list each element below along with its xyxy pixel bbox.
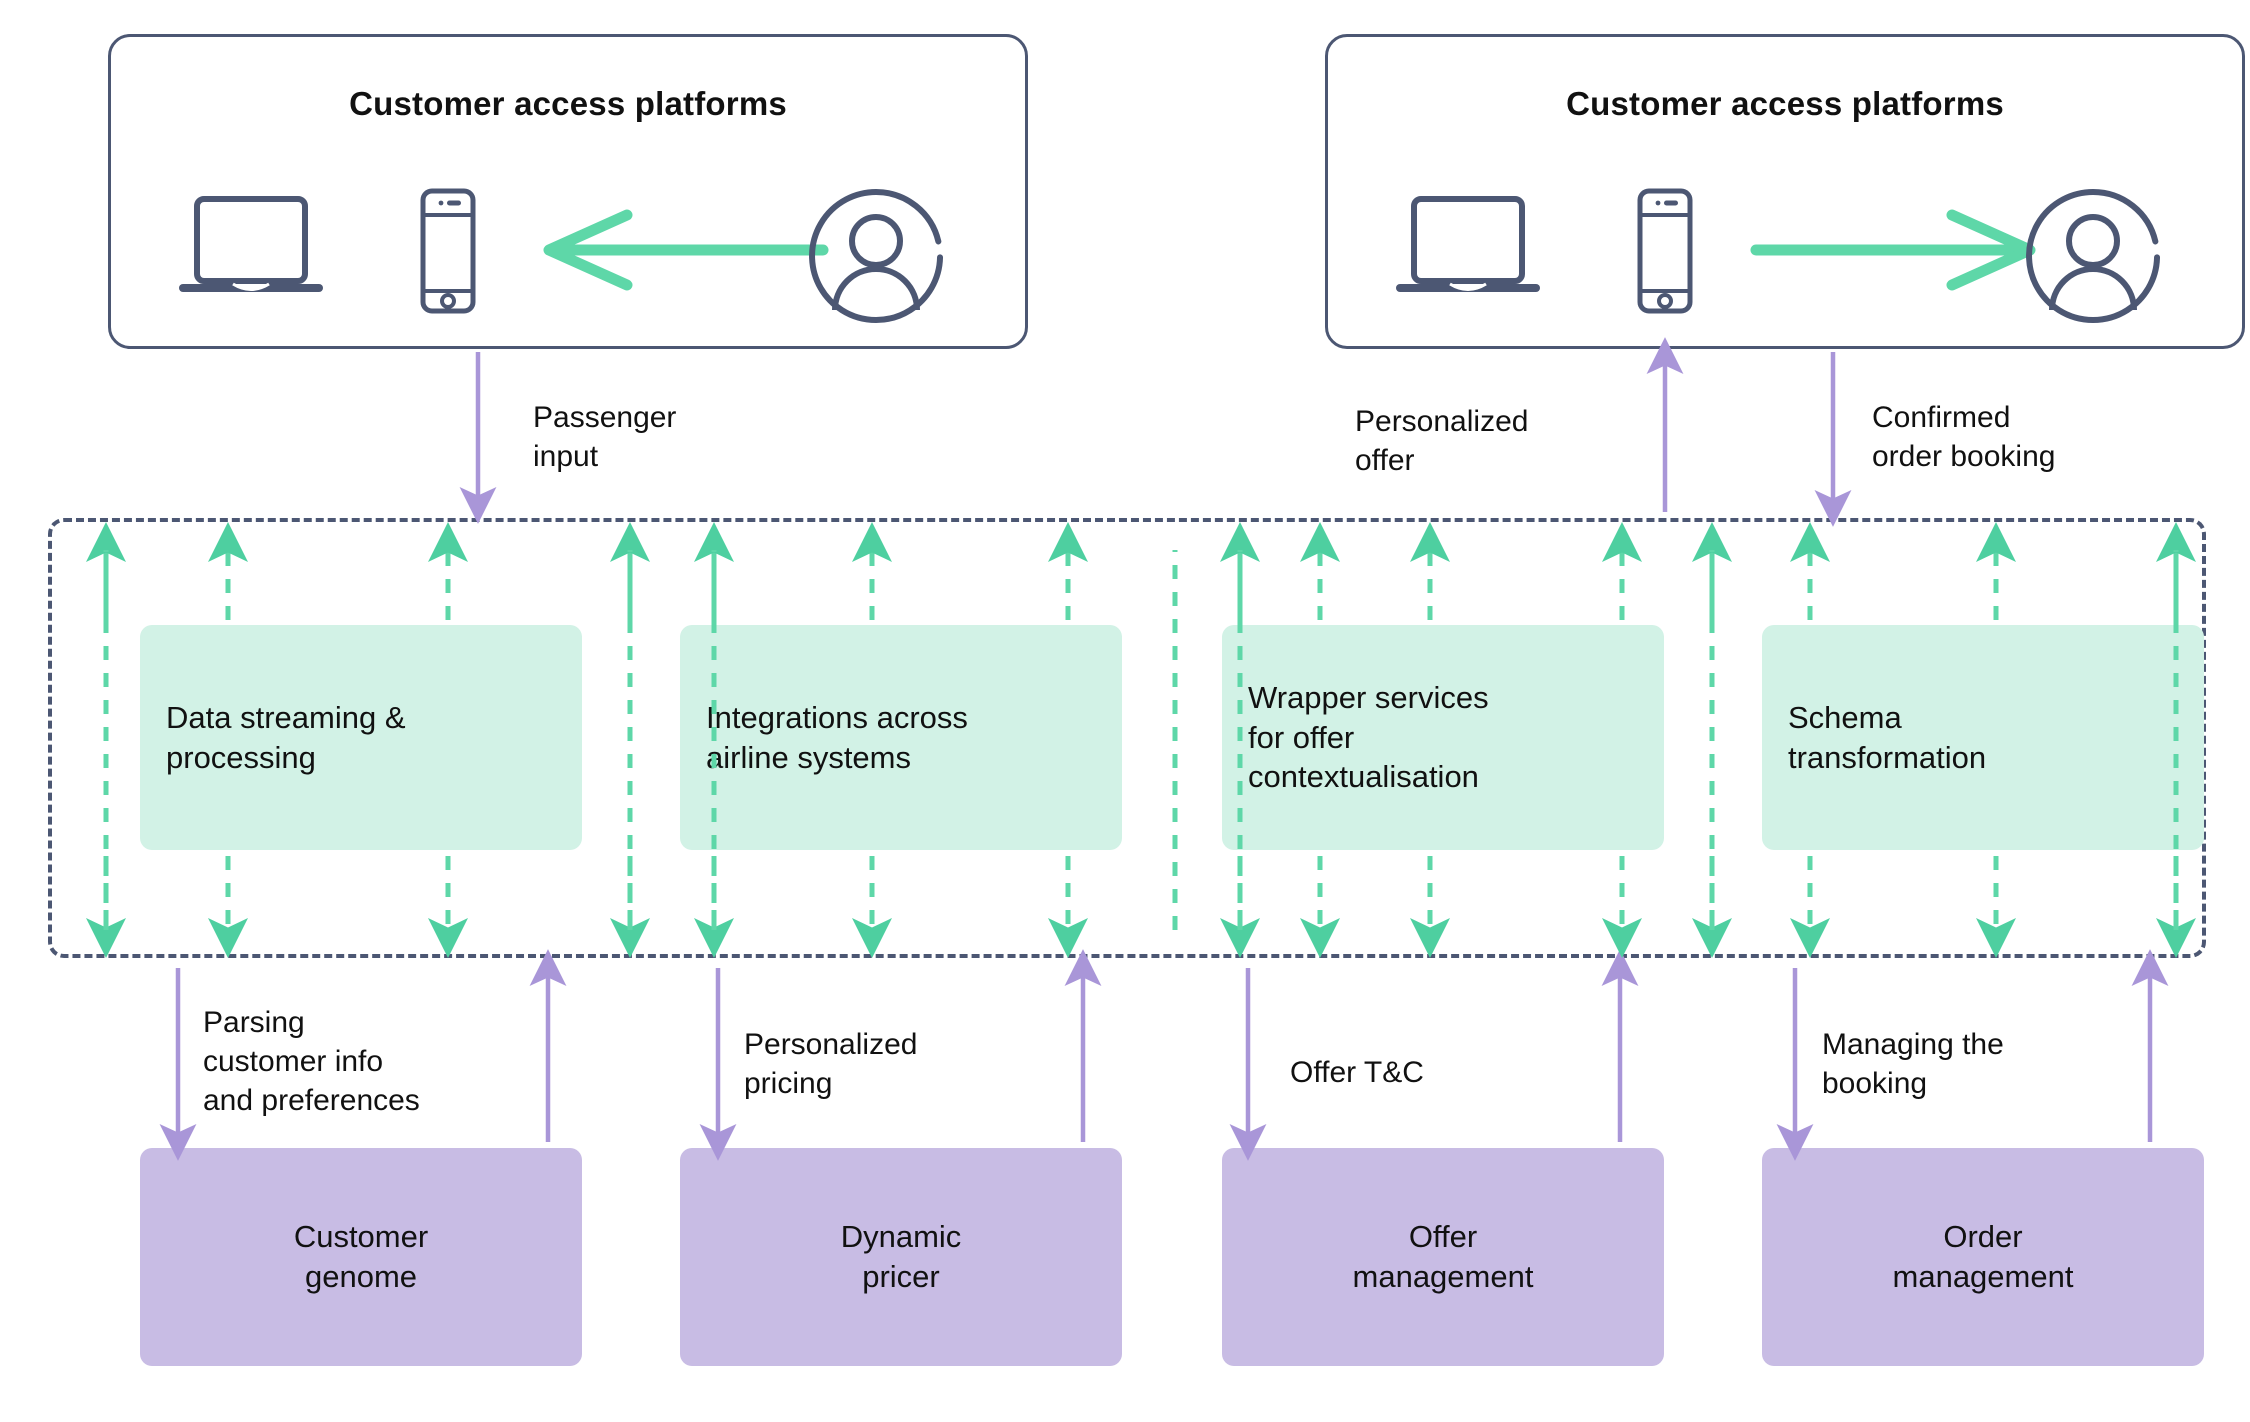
service-box-label: Customer genome <box>293 1218 429 1294</box>
arrow-left-icon <box>531 205 831 300</box>
panel-icon-row-left <box>111 187 1025 323</box>
capability-box-label: Integrations across airline systems <box>706 699 968 775</box>
panel-title-right: Customer access platforms <box>1566 85 2004 122</box>
service-box-label: Dynamic pricer <box>840 1218 962 1294</box>
laptop-icon <box>1388 187 1548 312</box>
user-avatar-icon <box>2018 181 2168 336</box>
capability-box-label: Data streaming & processing <box>166 699 406 775</box>
connector-label-personalized-pricing: Personalized pricing <box>744 1028 918 1100</box>
laptop-icon <box>171 187 331 312</box>
panel-title-left: Customer access platforms <box>349 85 787 122</box>
service-box-label: Offer management <box>1352 1218 1534 1294</box>
connector-label-personalized-offer: Personalized offer <box>1355 405 1529 477</box>
capability-box-integrations: Integrations across airline systems <box>680 625 1122 850</box>
service-box-offer-management: Offer management <box>1222 1148 1664 1366</box>
panel-icon-row-right <box>1328 187 2242 323</box>
capability-box-data-streaming: Data streaming & processing <box>140 625 582 850</box>
connector-label-confirmed-order-booking: Confirmed order booking <box>1872 401 2056 473</box>
service-box-label: Order management <box>1892 1218 2074 1294</box>
service-box-customer-genome: Customer genome <box>140 1148 582 1366</box>
user-avatar-icon <box>801 181 951 336</box>
customer-access-platforms-panel-left: Customer access platforms <box>108 34 1028 349</box>
capability-box-label: Schema transformation <box>1788 699 1987 775</box>
connector-label-passenger-input: Passenger input <box>533 401 677 473</box>
capability-box-schema-transformation: Schema transformation <box>1762 625 2204 850</box>
smartphone-icon <box>1618 187 1708 320</box>
capability-layer-container <box>48 518 2206 958</box>
customer-access-platforms-panel-right: Customer access platforms <box>1325 34 2245 349</box>
service-box-dynamic-pricer: Dynamic pricer <box>680 1148 1122 1366</box>
smartphone-icon <box>401 187 491 320</box>
arrow-right-icon <box>1748 205 2048 300</box>
connector-label-managing-the-booking: Managing the booking <box>1822 1028 2004 1100</box>
connector-label-parsing-customer-info: Parsing customer info and preferences <box>203 1006 420 1117</box>
connector-label-offer-tc: Offer T&C <box>1290 1056 1424 1089</box>
capability-box-label: Wrapper services for offer contextualisa… <box>1248 679 1489 795</box>
capability-box-wrapper-services: Wrapper services for offer contextualisa… <box>1222 625 1664 850</box>
service-box-order-management: Order management <box>1762 1148 2204 1366</box>
